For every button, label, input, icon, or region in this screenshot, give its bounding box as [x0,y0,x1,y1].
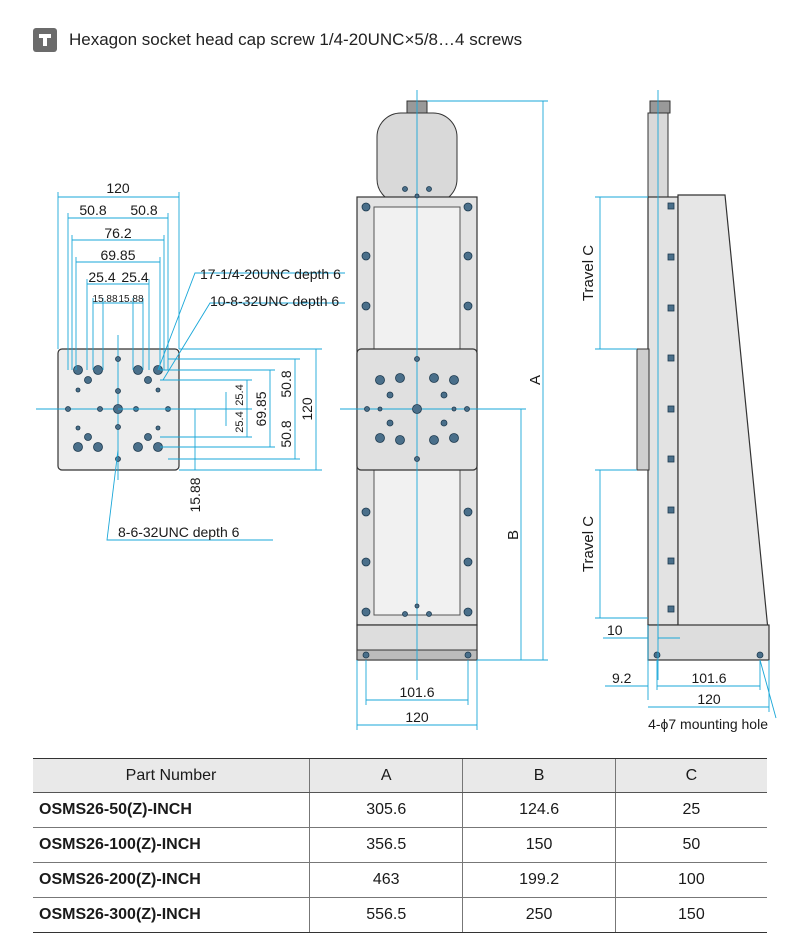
cell-part-number: OSMS26-100(Z)-INCH [33,827,310,863]
cell-a: 556.5 [309,897,463,933]
table-row: OSMS26-300(Z)-INCH 556.5 250 150 [33,897,767,933]
cell-b: 124.6 [462,792,616,828]
cell-part-number: OSMS26-200(Z)-INCH [33,862,310,898]
top-view: 120 50.8 50.8 76.2 69.85 25.4 25.4 15.88… [36,180,345,541]
cell-c: 100 [614,862,767,898]
header-title: Hexagon socket head cap screw 1/4-20UNC×… [69,30,523,49]
dim-25-4-left: 25.4 [88,269,115,285]
callout-8-holes: 8-6-32UNC depth 6 [118,524,240,540]
side-bracket [677,194,769,631]
dim-101-6-front: 101.6 [399,684,434,700]
cell-a: 463 [309,862,463,898]
vdim-25-4-a: 25.4 [234,384,246,405]
dim-69-85: 69.85 [100,247,135,263]
cell-c: 150 [614,897,767,933]
side-view-screws [653,202,764,659]
cell-c: 50 [614,827,767,863]
dim-120-front: 120 [405,709,429,725]
table-row: OSMS26-50(Z)-INCH 305.6 124.6 25 [33,792,767,828]
spec-table: Part Number A B C OSMS26-50(Z)-INCH 305.… [33,758,767,933]
travel-c-bottom: Travel C [580,516,597,572]
cell-a: 356.5 [309,827,463,863]
front-view: A B 101.6 120 [340,90,548,730]
dim-50-8-right: 50.8 [130,202,157,218]
dim-10-side: 10 [607,622,623,638]
cell-c: 25 [614,792,767,828]
front-view-holes [361,186,473,659]
dim-101-6-side: 101.6 [691,670,726,686]
mounting-hole-callout: 4-ϕ7 mounting hole [648,716,768,732]
header-b: B [462,758,616,793]
vdim-120: 120 [299,397,315,421]
side-carriage [636,348,650,471]
cell-a: 305.6 [309,792,463,828]
header-c: C [614,758,767,793]
table-header-row: Part Number A B C [33,758,767,793]
header-part-number: Part Number [33,758,310,793]
travel-c-top: Travel C [580,245,597,301]
vdim-50-8-bottom: 50.8 [278,420,294,447]
dim-b: B [505,530,522,540]
callout-10-holes: 10-8-32UNC depth 6 [210,293,339,309]
vdim-25-4-b: 25.4 [234,411,246,432]
top-view-holes [65,356,171,462]
screw-icon [33,28,57,52]
dim-15-88-left: 15.88 [92,294,117,305]
table-row: OSMS26-100(Z)-INCH 356.5 150 50 [33,827,767,863]
dim-15-88-right: 15.88 [118,294,143,305]
dim-76-2: 76.2 [104,225,131,241]
cell-b: 150 [462,827,616,863]
cell-b: 250 [462,897,616,933]
dim-120-side: 120 [697,691,721,707]
side-foot [647,624,770,661]
callout-17-holes: 17-1/4-20UNC depth 6 [200,266,341,282]
side-view: Travel C Travel C 10 9.2 101.6 120 4-ϕ7 … [580,90,777,732]
cell-part-number: OSMS26-50(Z)-INCH [33,792,310,828]
vdim-15-88: 15.88 [187,477,203,512]
technical-drawing: 120 50.8 50.8 76.2 69.85 25.4 25.4 15.88… [36,90,777,732]
dim-a: A [527,375,544,385]
cell-part-number: OSMS26-300(Z)-INCH [33,897,310,933]
vdim-69-85: 69.85 [253,391,269,426]
side-knob [649,100,671,114]
header: Hexagon socket head cap screw 1/4-20UNC×… [33,26,522,54]
dim-25-4-right: 25.4 [121,269,148,285]
dim-9-2-side: 9.2 [612,670,632,686]
dim-50-8-left: 50.8 [79,202,106,218]
table-row: OSMS26-200(Z)-INCH 463 199.2 100 [33,862,767,898]
cell-b: 199.2 [462,862,616,898]
vdim-50-8-top: 50.8 [278,370,294,397]
header-a: A [309,758,463,793]
dim-120-top: 120 [106,180,130,196]
